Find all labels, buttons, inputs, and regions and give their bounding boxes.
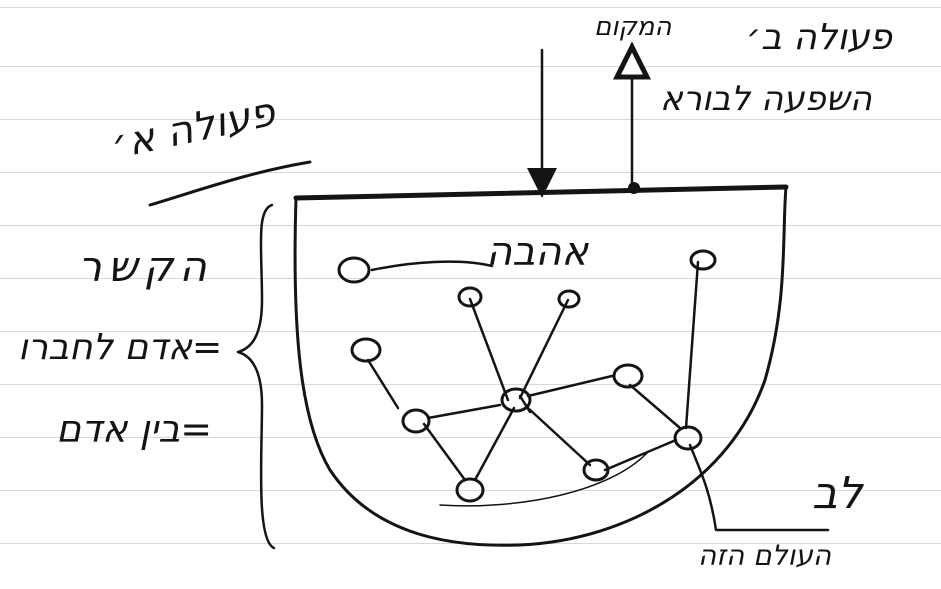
node [337, 256, 371, 284]
bowl-outline [293, 185, 788, 547]
junction-dot [628, 182, 640, 194]
node-connections [366, 260, 830, 532]
node [612, 363, 644, 389]
node [673, 425, 703, 451]
node [401, 408, 431, 434]
label-hashpaa: השפעה לבורא [660, 79, 873, 119]
label-lev: לב [812, 468, 863, 519]
node [500, 387, 532, 413]
bowl-inner-curve [439, 451, 649, 507]
node [455, 477, 485, 503]
label-ahava: אהבה [486, 229, 589, 275]
label-hakesher: הקשר [78, 242, 213, 291]
label-bein-adam: =בין אדם [56, 407, 213, 451]
node [582, 458, 610, 482]
label-hamakom: המקום [594, 12, 672, 42]
node [689, 249, 717, 271]
curly-brace [236, 203, 276, 550]
node [557, 289, 581, 309]
label-haolam-haze: העולם הזה [698, 539, 832, 572]
node [457, 286, 483, 308]
node [350, 337, 382, 363]
label-adam-lechavero: =אדם לחברו [18, 327, 223, 368]
label-peula-b: פעולה ב׳ [746, 17, 893, 58]
bowl-top-line [293, 184, 789, 201]
peula-a-underline [148, 160, 312, 207]
